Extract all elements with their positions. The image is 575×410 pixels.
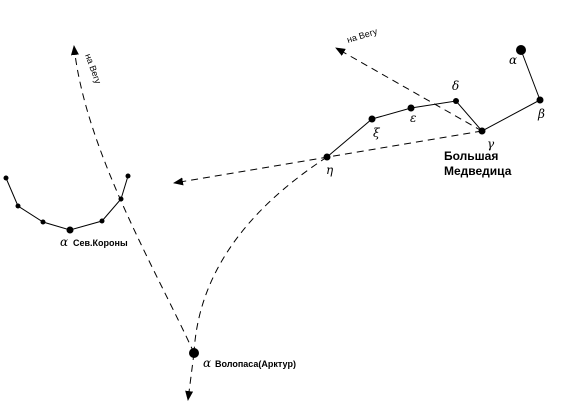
line-arcturus-to-vega-left bbox=[70, 45, 195, 354]
corona-star bbox=[99, 218, 105, 224]
star-delta-uma bbox=[453, 98, 459, 104]
corona-star bbox=[15, 203, 21, 209]
corona-star bbox=[118, 196, 124, 202]
bootes-alpha-name: Волопаса(Арктур) bbox=[215, 359, 296, 369]
label-eta: η bbox=[326, 163, 334, 177]
big-dipper-name-line1: Большая bbox=[444, 149, 498, 163]
arc-to-arcturus bbox=[193, 156, 328, 354]
arcturus-arrow-down bbox=[185, 352, 195, 401]
big-dipper-name-line2: Медведица bbox=[444, 164, 512, 178]
label-gamma: γ bbox=[487, 137, 495, 151]
to-vega-right-label: на Вегу bbox=[346, 26, 379, 45]
corona-star bbox=[125, 173, 131, 179]
star-arcturus bbox=[189, 348, 199, 358]
to-vega-left-label: на Вегу bbox=[83, 52, 103, 85]
corona-star bbox=[40, 219, 46, 225]
star-beta-uma bbox=[536, 96, 544, 104]
corona-alpha-letter: α bbox=[60, 235, 68, 249]
corona-alpha-name: Сев.Короны bbox=[73, 238, 128, 248]
star-alpha-uma bbox=[516, 45, 526, 55]
bootes-alpha-letter: α bbox=[203, 356, 211, 370]
label-delta: δ bbox=[452, 79, 459, 93]
label-epsilon: ε bbox=[410, 111, 416, 125]
star-gamma-uma bbox=[478, 127, 486, 135]
star-eta-uma bbox=[323, 153, 331, 161]
corona-star bbox=[3, 175, 9, 181]
guide-lines bbox=[70, 45, 483, 401]
corona-borealis-arc bbox=[5, 175, 129, 231]
label-beta: β bbox=[537, 107, 545, 121]
big-dipper-stars bbox=[323, 45, 544, 161]
line-to-vega-right bbox=[335, 47, 483, 132]
label-zeta: ξ bbox=[373, 126, 381, 140]
star-alpha-crb bbox=[66, 226, 74, 234]
greek-letter-labels: α β γ δ ε ξ η bbox=[326, 53, 545, 177]
star-zeta-uma bbox=[368, 115, 376, 123]
corona-borealis-stars bbox=[3, 173, 131, 234]
label-alpha: α bbox=[509, 53, 517, 67]
star-epsilon-uma bbox=[407, 104, 415, 112]
